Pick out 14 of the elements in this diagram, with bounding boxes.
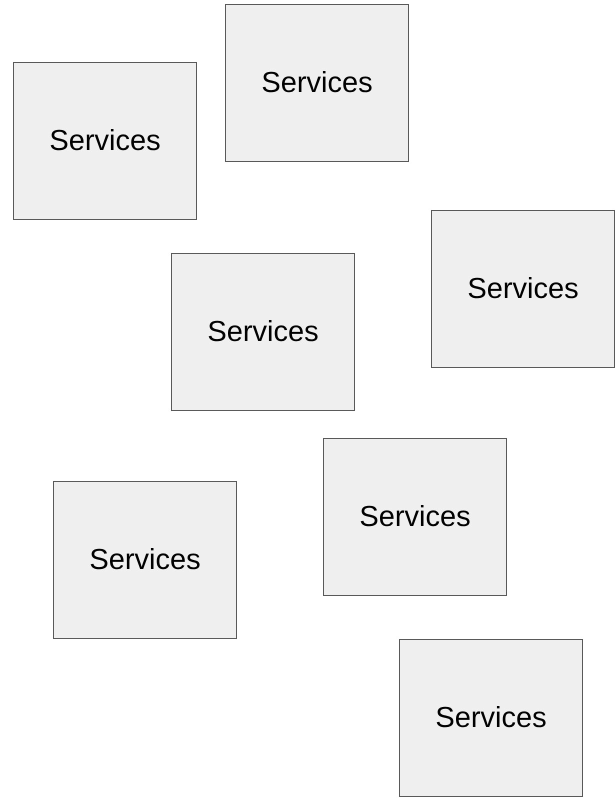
box-label: Services: [89, 542, 201, 578]
box-label: Services: [467, 272, 579, 307]
box-label: Services: [359, 500, 471, 535]
service-box: [399, 639, 583, 797]
service-box: [171, 253, 355, 411]
box-label: Services: [207, 314, 319, 350]
service-box: [13, 62, 197, 220]
service-box: [323, 438, 507, 596]
box-label: Services: [435, 700, 547, 736]
service-box: [225, 4, 409, 162]
box-label: Services: [261, 66, 373, 101]
service-box: [431, 210, 615, 368]
box-label: Services: [49, 124, 161, 159]
service-box: [53, 481, 237, 639]
